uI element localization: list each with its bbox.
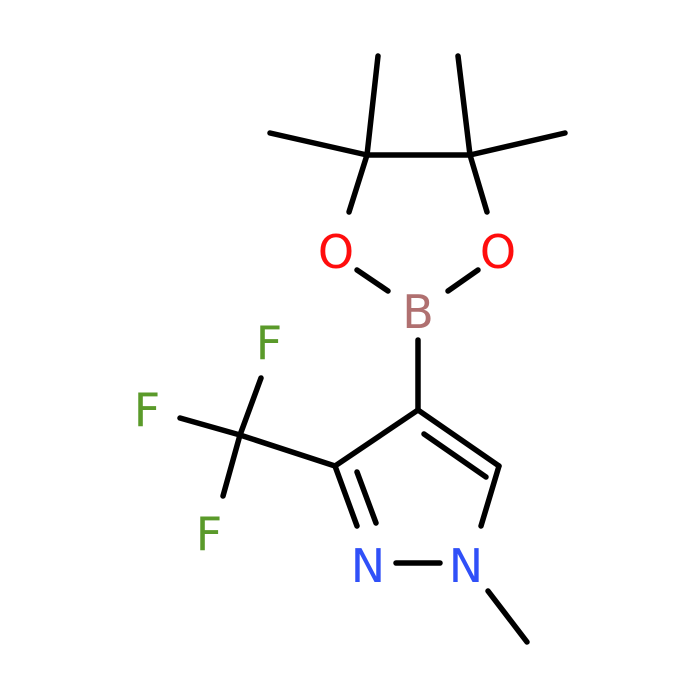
atom-fluorine-left: F — [134, 383, 160, 437]
atom-nitrogen-left: N — [351, 539, 385, 593]
bond-c4-c5-inner — [421, 431, 489, 480]
bond-methyl-4 — [467, 130, 568, 158]
bond-methyl-1 — [364, 53, 381, 158]
bonds — [177, 53, 568, 645]
atom-oxygen-left: O — [318, 225, 354, 279]
atom-oxygen-right: O — [480, 225, 516, 279]
bond-o-b-left — [354, 267, 391, 294]
bond-o-b-right — [445, 267, 481, 294]
bond-c-o-right — [467, 152, 490, 215]
bond-c3-c4 — [332, 407, 421, 469]
atom-fluorine-bottom: F — [196, 507, 222, 561]
bond-c4-c5 — [415, 407, 502, 469]
atom-nitrogen-right: N — [449, 539, 483, 593]
atom-boron: B — [402, 285, 434, 339]
bond-methyl-2 — [267, 130, 370, 158]
bond-n2-c3-inner — [354, 469, 379, 526]
bond-n2-c3 — [332, 463, 360, 529]
bond-c-f-left — [177, 415, 243, 438]
bond-c3-cf3 — [237, 432, 338, 469]
atom-labels: O O B N N F F F — [134, 225, 516, 593]
bond-c-o-left — [346, 152, 370, 215]
bond-c-f-bottom — [220, 432, 243, 499]
bond-methyl-3 — [455, 53, 473, 158]
bond-c-f-top — [237, 375, 264, 438]
bond-c5-n1 — [478, 463, 502, 529]
atom-fluorine-top: F — [256, 316, 282, 370]
bond-n1-methyl — [485, 588, 530, 645]
